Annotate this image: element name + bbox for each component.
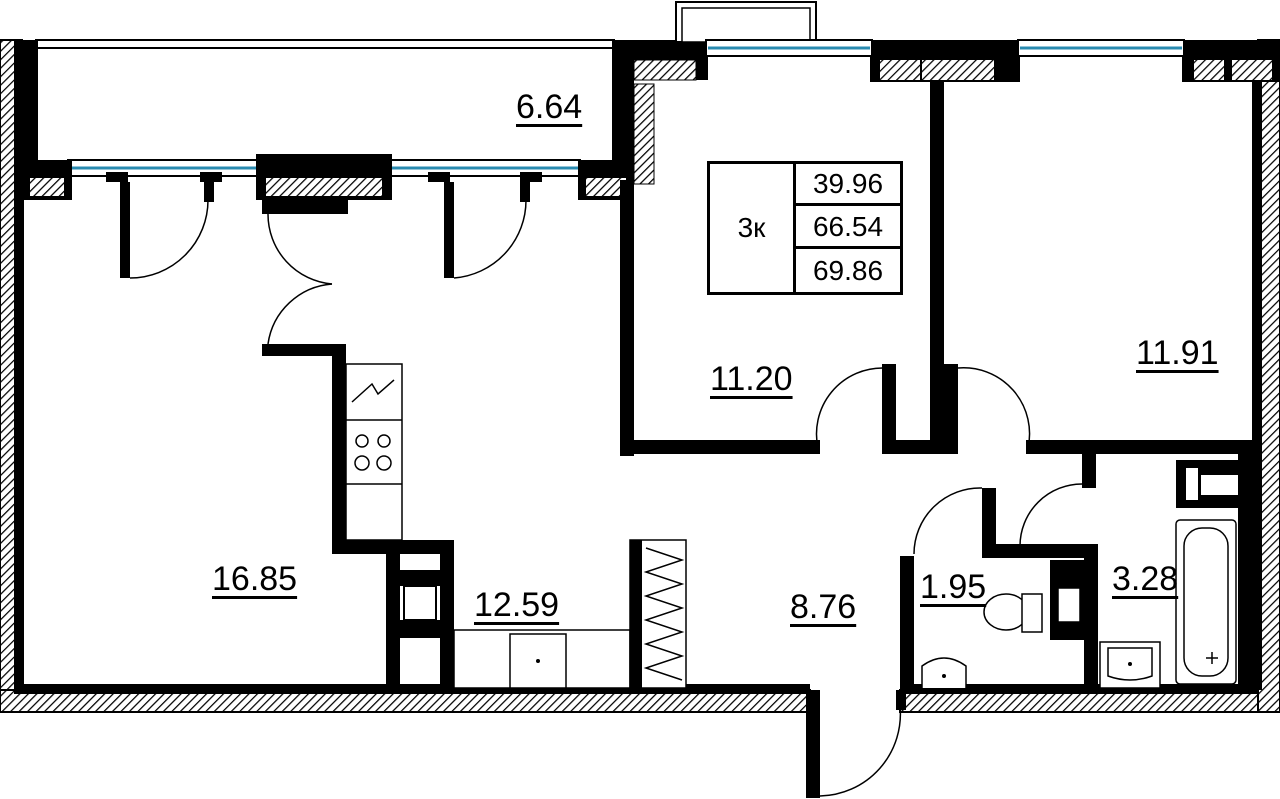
living-area-value: 39.96: [796, 164, 900, 206]
room-area-balcony: 6.64: [516, 88, 583, 126]
area-summary-box: 3к 39.96 66.54 69.86: [707, 161, 903, 295]
apartment-type-label: 3к: [710, 164, 796, 292]
room-area-toilet: 1.95: [920, 568, 987, 606]
room-area-living-room: 16.85: [212, 560, 298, 598]
room-area-kitchen: 12.59: [474, 586, 560, 624]
total-area-value: 66.54: [796, 207, 900, 249]
room-area-bathroom: 3.28: [1112, 560, 1179, 598]
room-area-bedroom-1: 11.20: [710, 360, 793, 398]
entrance-door: [806, 690, 906, 798]
room-area-hallway: 8.76: [790, 588, 857, 626]
interior-walls: [262, 80, 1258, 689]
room-area-bedroom-2: 11.91: [1136, 334, 1219, 372]
facade-wall: [22, 154, 634, 279]
total-area-with-balcony-value: 69.86: [812, 255, 884, 286]
